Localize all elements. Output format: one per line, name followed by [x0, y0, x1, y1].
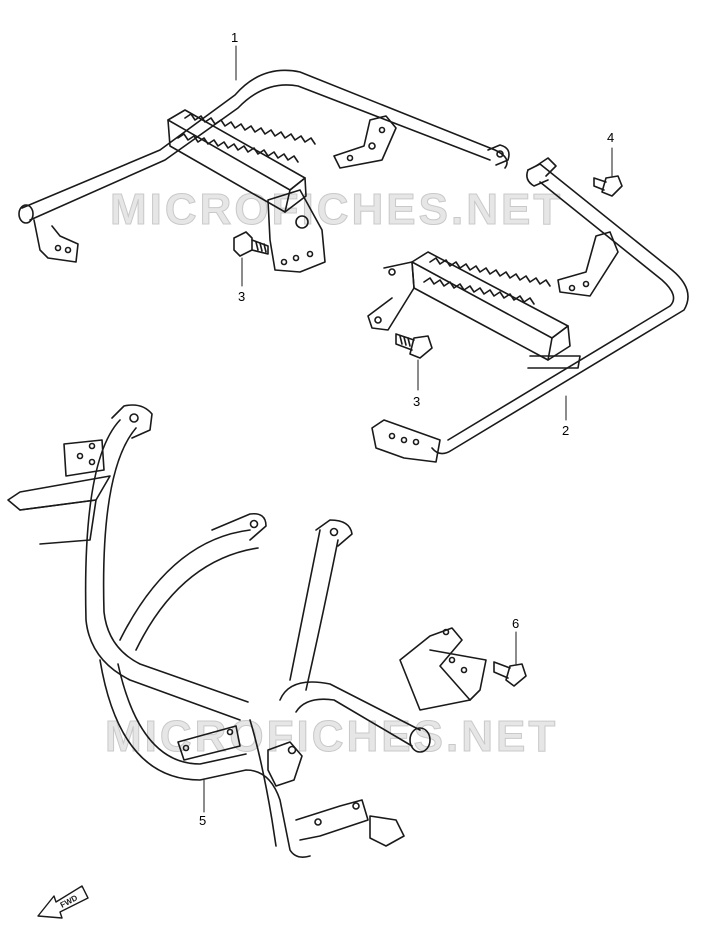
part-6-bolt — [493, 631, 527, 687]
part-5-engine-guard — [7, 404, 487, 858]
callout-leaders — [203, 45, 567, 813]
callout-part-5: 5 — [199, 813, 207, 828]
part-1-footrest-bracket-left — [18, 69, 510, 273]
callout-part-6: 6 — [512, 616, 520, 631]
callout-part-4: 4 — [607, 130, 615, 145]
callout-part-3-lower: 3 — [413, 394, 421, 409]
part-3-bolt-upper — [233, 231, 269, 287]
callout-part-1: 1 — [231, 30, 239, 45]
part-3-bolt-lower — [395, 333, 433, 391]
fwd-arrow-icon — [37, 885, 89, 919]
watermark-bottom: MICROFICHES.NET — [104, 712, 559, 762]
watermark-top: MICROFICHES.NET — [109, 185, 564, 235]
callout-part-3-upper: 3 — [238, 289, 246, 304]
part-2-footrest-bracket-right — [367, 157, 689, 463]
part-4-bolt — [593, 147, 623, 197]
callout-part-2: 2 — [562, 423, 570, 438]
